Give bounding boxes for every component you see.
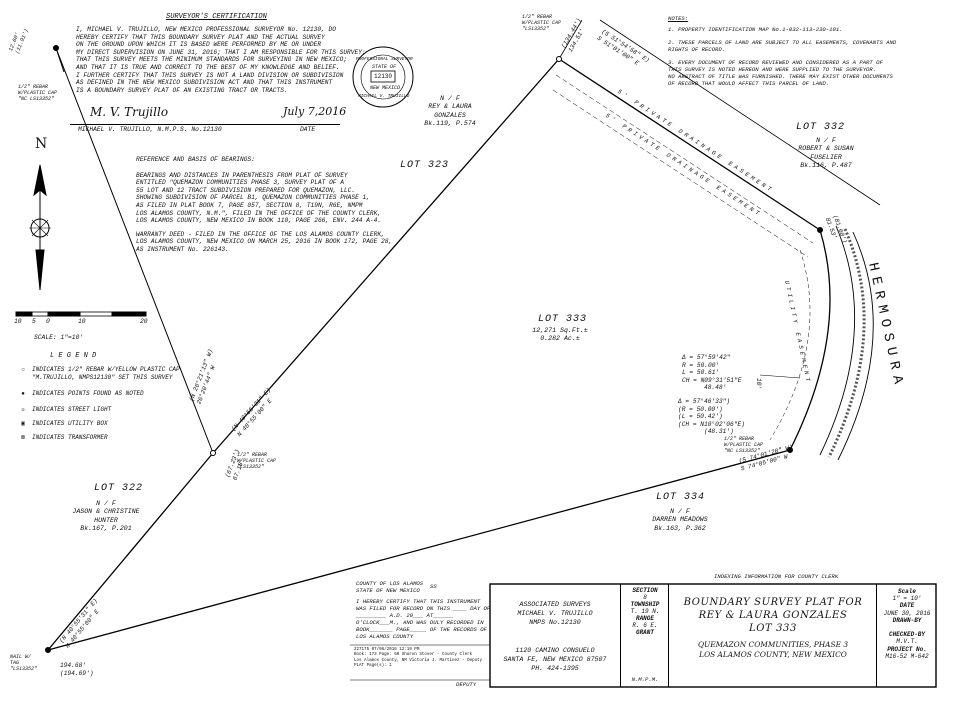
legend-item: ●INDICATES POINTS FOUND AS NOTED <box>21 390 144 397</box>
legend-item: ▣INDICATES UTILITY BOX <box>21 420 108 427</box>
lot-323-label: LOT 323 <box>400 160 450 171</box>
lot-322-label: LOT 322 <box>94 483 144 494</box>
scale-tick-10b: 10 <box>78 318 86 325</box>
signer-line <box>70 124 340 125</box>
north-letter: N <box>35 136 48 152</box>
scale-tick-20: 20 <box>140 318 148 325</box>
deputy-label: DEPUTY <box>456 681 477 688</box>
signature-date: July 7,2016 <box>283 105 347 118</box>
scale-tick-10a: 10 <box>14 318 22 325</box>
notes-title: NOTES: <box>668 15 689 22</box>
legend-title: L E G E N D <box>50 352 97 360</box>
notes-block: NOTES: 1. PROPERTY IDENTIFICATION MAP No… <box>668 15 897 87</box>
certification-title: SURVEYOR'S CERTIFICATION <box>166 13 267 21</box>
seal-state2: NEW MEXICO <box>370 85 401 91</box>
scale-tick-0: 0 <box>46 318 50 325</box>
lot-334-label: LOT 334 <box>656 492 706 503</box>
nail-callout: NAIL W/TAG"LS13352" <box>10 654 38 672</box>
indexing-label: INDEXING INFORMATION FOR COUNTY CLERK <box>714 573 839 580</box>
signer-name: MICHAEL V. TRUJILLO, N.M.P.S. No.12130 <box>78 126 222 133</box>
date-label: DATE <box>300 126 316 133</box>
seal-number: 12130 <box>374 73 393 80</box>
legend-item: ⊠INDICATES TRANSFORMER <box>21 434 108 441</box>
title-cell: BOUNDARY SURVEY PLAT FOR REY & LAURA GON… <box>668 584 876 687</box>
legend-item: ☼INDICATES STREET LIGHT <box>21 406 112 413</box>
scale-label: SCALE: 1"=10' <box>34 334 84 341</box>
seal-bottom: MICHAEL V. TRUJILLO <box>358 94 410 99</box>
lot-332-label: LOT 332 <box>796 122 846 133</box>
lot-333-label: LOT 333 <box>538 314 588 325</box>
recording-ss: SS <box>430 583 437 590</box>
lot-333-boundary <box>47 58 821 651</box>
curve-data: Δ = 57°59'42"R = 50.00'L = 50.61'CH = N0… <box>682 354 742 392</box>
bottom-distance: 194.68'(194.69') <box>60 662 94 677</box>
certification-text: I, MICHAEL V. TRUJILLO, NEW MEXICO PROFE… <box>76 26 366 94</box>
lot-333-area: 12,271 Sq.Ft.±0.282 Ac.± <box>532 327 588 343</box>
scale-tick-5: 5 <box>32 318 36 325</box>
legend-item: ○INDICATES 1/2" REBAR W/YELLOW PLASTIC C… <box>21 366 180 373</box>
seal-stamp <box>352 46 414 108</box>
reference-title: REFERENCE AND BASIS OF BEARINGS: <box>136 156 255 163</box>
curve-data-record: Δ = 57°46'33")(R = 50.00')(L = 50.42')(C… <box>678 398 745 436</box>
signature: M. V. Trujillo <box>90 105 169 119</box>
ten-foot-label: 10' <box>755 378 762 390</box>
legend-item: "M.TRUJILLO, NMPS12130" SET THIS SURVEY <box>32 374 173 381</box>
seal-state: STATE OF <box>372 64 397 70</box>
reference-block: REFERENCE AND BASIS OF BEARINGS: BEARING… <box>136 156 393 253</box>
plat-title: BOUNDARY SURVEY PLAT FOR <box>683 597 863 608</box>
seal-top: PROFESSIONAL SURVEYOR <box>356 57 413 62</box>
